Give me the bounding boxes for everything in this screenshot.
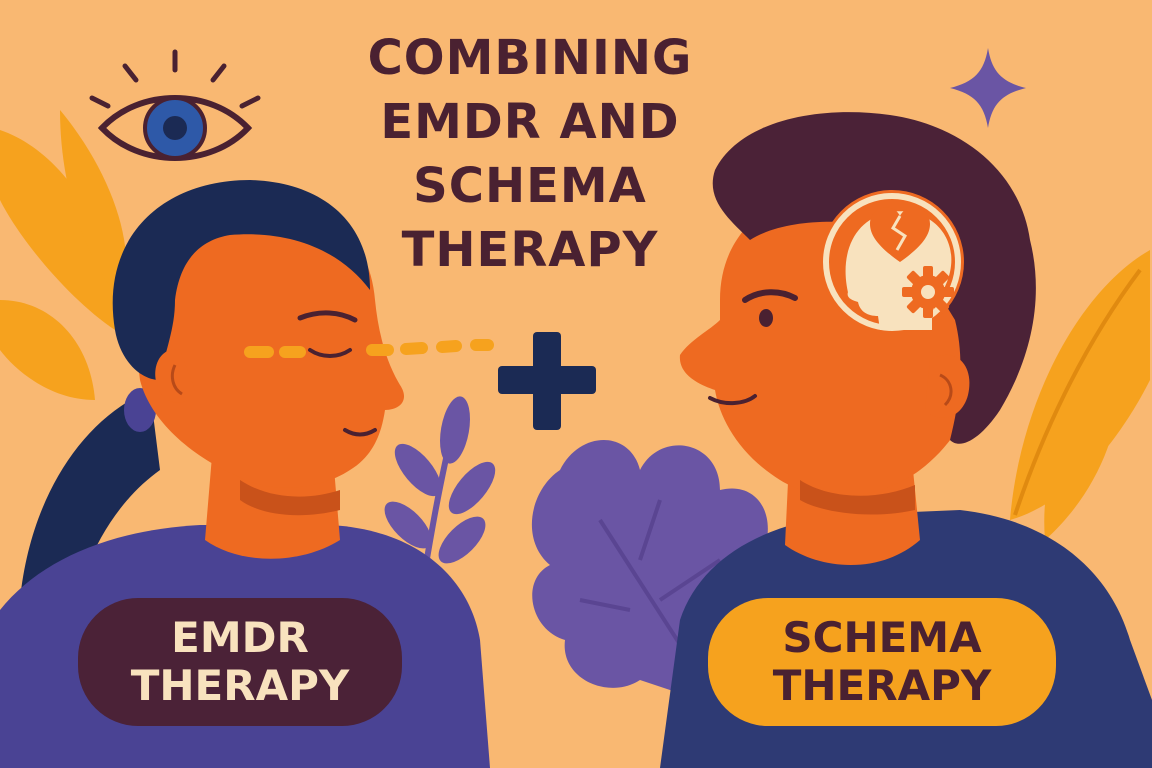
schema-label-line-2: THERAPY [772,661,992,710]
schema-head-icon [820,190,964,334]
page-title: COMBINING EMDR AND SCHEMA THERAPY [300,26,760,282]
sparkle-icon [950,48,1026,128]
schema-therapy-label: SCHEMA THERAPY [708,598,1056,726]
eye-movement-dashes [244,339,494,358]
yellow-leaf-veins-right [1013,268,1142,516]
gear-icon [902,266,954,318]
yellow-leaves-left [0,110,127,400]
title-line-1: COMBINING [367,30,693,86]
title-line-4: THERAPY [401,222,659,278]
title-line-3: SCHEMA [413,158,647,214]
broken-heart-icon [870,207,930,262]
emdr-label-line-2: THERAPY [130,661,350,710]
title-line-2: EMDR AND [380,94,680,150]
plus-icon [498,332,596,430]
schema-label-line-1: SCHEMA [782,613,982,662]
eye-icon [89,49,261,161]
emdr-therapy-label: EMDR THERAPY [78,598,402,726]
yellow-leaves-right [1010,250,1150,540]
emdr-label-line-1: EMDR [171,613,309,662]
